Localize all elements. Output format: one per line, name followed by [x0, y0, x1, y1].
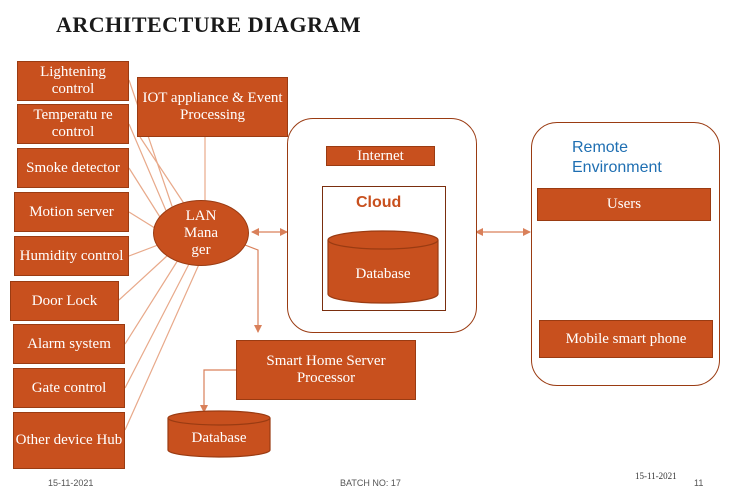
footer-date-left: 15-11-2021: [48, 478, 94, 488]
device-smoke-detector: Smoke detector: [17, 148, 129, 188]
device-lightening-control: Lightening control: [17, 61, 129, 101]
device-humidity-control: Humidity control: [14, 236, 129, 276]
line-lightening: [128, 79, 176, 216]
users-box: Users: [537, 188, 711, 221]
page-title: ARCHITECTURE DIAGRAM: [56, 12, 362, 37]
device-temperature-control: Temperatu re control: [17, 104, 129, 144]
footer-date-right: 15-11-2021: [635, 471, 677, 481]
cloud-database-cylinder: [327, 230, 439, 304]
line-alarm: [124, 259, 179, 345]
cloud-frame: [322, 186, 446, 311]
device-door-lock: Door Lock: [10, 281, 119, 321]
line-other: [124, 261, 201, 431]
internet-box: Internet: [326, 146, 435, 166]
mobile-smart-phone-box: Mobile smart phone: [539, 320, 713, 358]
cloud-label: Cloud: [356, 194, 402, 211]
line-doorlock: [118, 254, 169, 301]
line-iot-lan-2: [139, 136, 186, 206]
local-database-cylinder: [167, 410, 271, 458]
arrow-lan-smarthome: [244, 244, 262, 333]
footer-page-number: 11: [694, 478, 704, 488]
arrow-smarthome-database: [200, 369, 236, 413]
cloud-database-label: Database: [355, 266, 411, 282]
footer-batch: BATCH NO: 17: [340, 478, 401, 488]
device-gate-control: Gate control: [13, 368, 125, 408]
device-other-hub: Other device Hub: [13, 412, 125, 469]
remote-environment-label: Remote Environment: [572, 139, 662, 176]
smart-home-server-box: Smart Home Server Processor: [236, 340, 416, 400]
iot-appliance-box: IOT appliance & Event Processing: [137, 77, 288, 137]
lan-manager: LAN Mana ger: [153, 200, 249, 266]
line-temperature: [128, 123, 171, 221]
line-gate: [124, 261, 191, 389]
device-motion-server: Motion server: [14, 192, 129, 232]
device-alarm-system: Alarm system: [13, 324, 125, 364]
local-database-label: Database: [191, 430, 247, 446]
line-humidity: [128, 244, 159, 257]
